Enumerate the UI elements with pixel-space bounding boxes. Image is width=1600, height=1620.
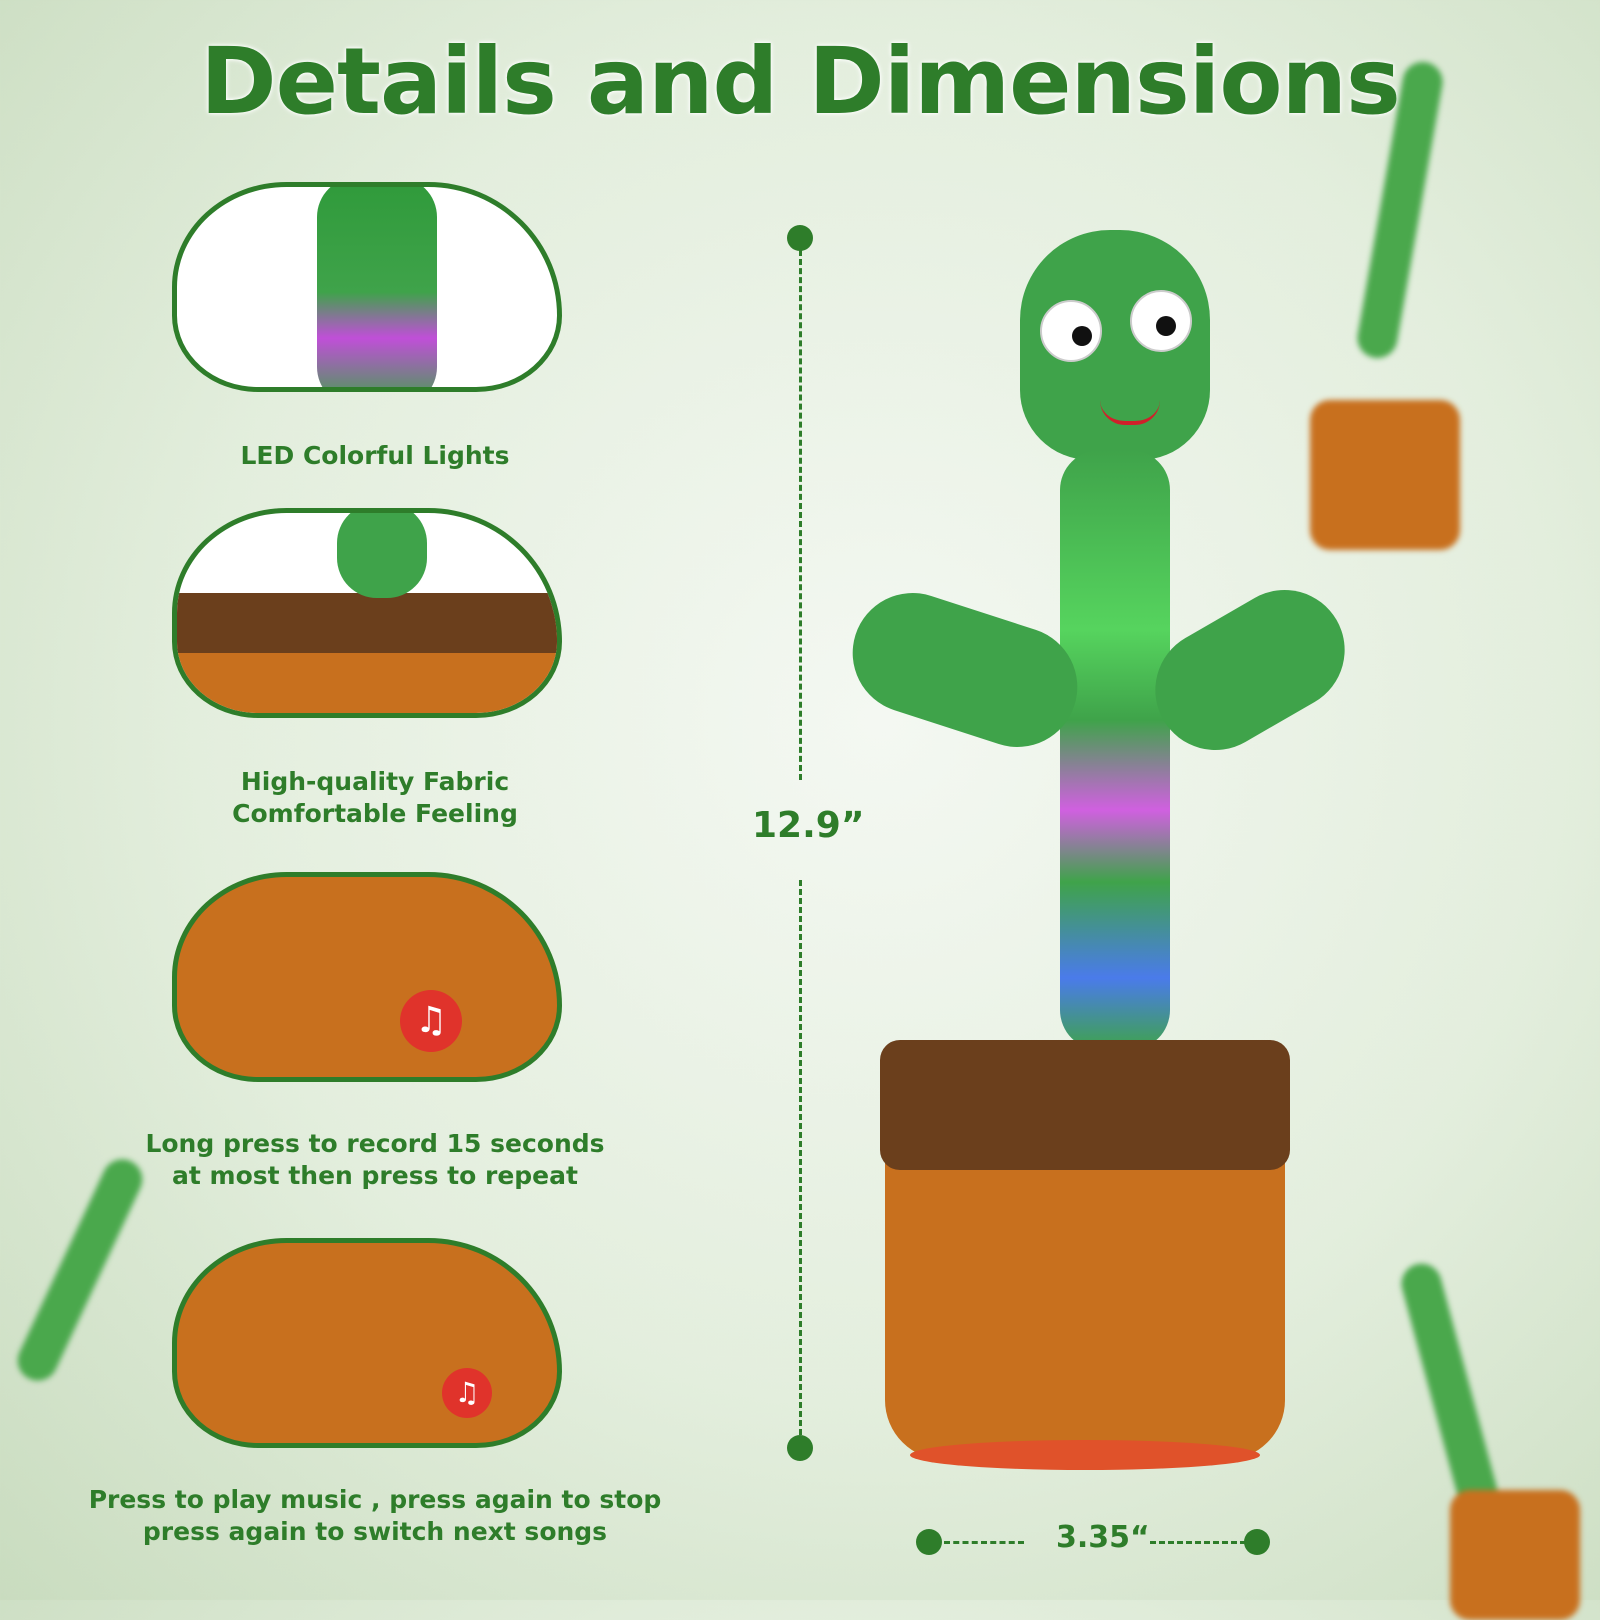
height-endpoint-top: [787, 225, 813, 251]
page-title: Details and Dimensions: [200, 28, 1401, 135]
caption-line: press again to switch next songs: [142, 1517, 608, 1546]
caption-line: at most then press to repeat: [172, 1161, 578, 1190]
caption-led-lights: LED Colorful Lights: [60, 440, 690, 472]
caption-line: High-quality Fabric: [240, 767, 510, 796]
width-dashed-line: [1150, 1541, 1255, 1544]
caption-record: Long press to record 15 seconds at most t…: [60, 1128, 690, 1192]
caption-line: Press to play music , press again to sto…: [88, 1485, 662, 1514]
caption-play-music: Press to play music , press again to sto…: [60, 1484, 690, 1548]
decorative-cactus: [0, 1150, 160, 1450]
height-label: 12.9”: [752, 805, 865, 846]
caption-line: LED Colorful Lights: [240, 441, 510, 470]
music-note-icon: ♫: [442, 1368, 492, 1418]
cactus-toy-image: [837, 230, 1370, 1480]
play-music-detail-image: ♫: [172, 1238, 562, 1448]
width-endpoint-left: [916, 1529, 942, 1555]
caption-line: Comfortable Feeling: [232, 799, 518, 828]
led-lights-detail-image: [172, 182, 562, 392]
height-endpoint-bottom: [787, 1435, 813, 1461]
height-dashed-line: [799, 250, 802, 780]
width-endpoint-right: [1244, 1529, 1270, 1555]
height-dashed-line: [799, 880, 802, 1435]
fabric-detail-image: [172, 508, 562, 718]
caption-line: Long press to record 15 seconds: [145, 1129, 605, 1158]
music-note-icon: ♫: [400, 990, 462, 1052]
width-dashed-line: [944, 1541, 1024, 1544]
record-button-detail-image: ♫: [172, 872, 562, 1082]
decorative-cactus: [1370, 1259, 1580, 1620]
decorative-cactus: [1300, 58, 1480, 550]
width-label: 3.35“: [1056, 1520, 1150, 1555]
